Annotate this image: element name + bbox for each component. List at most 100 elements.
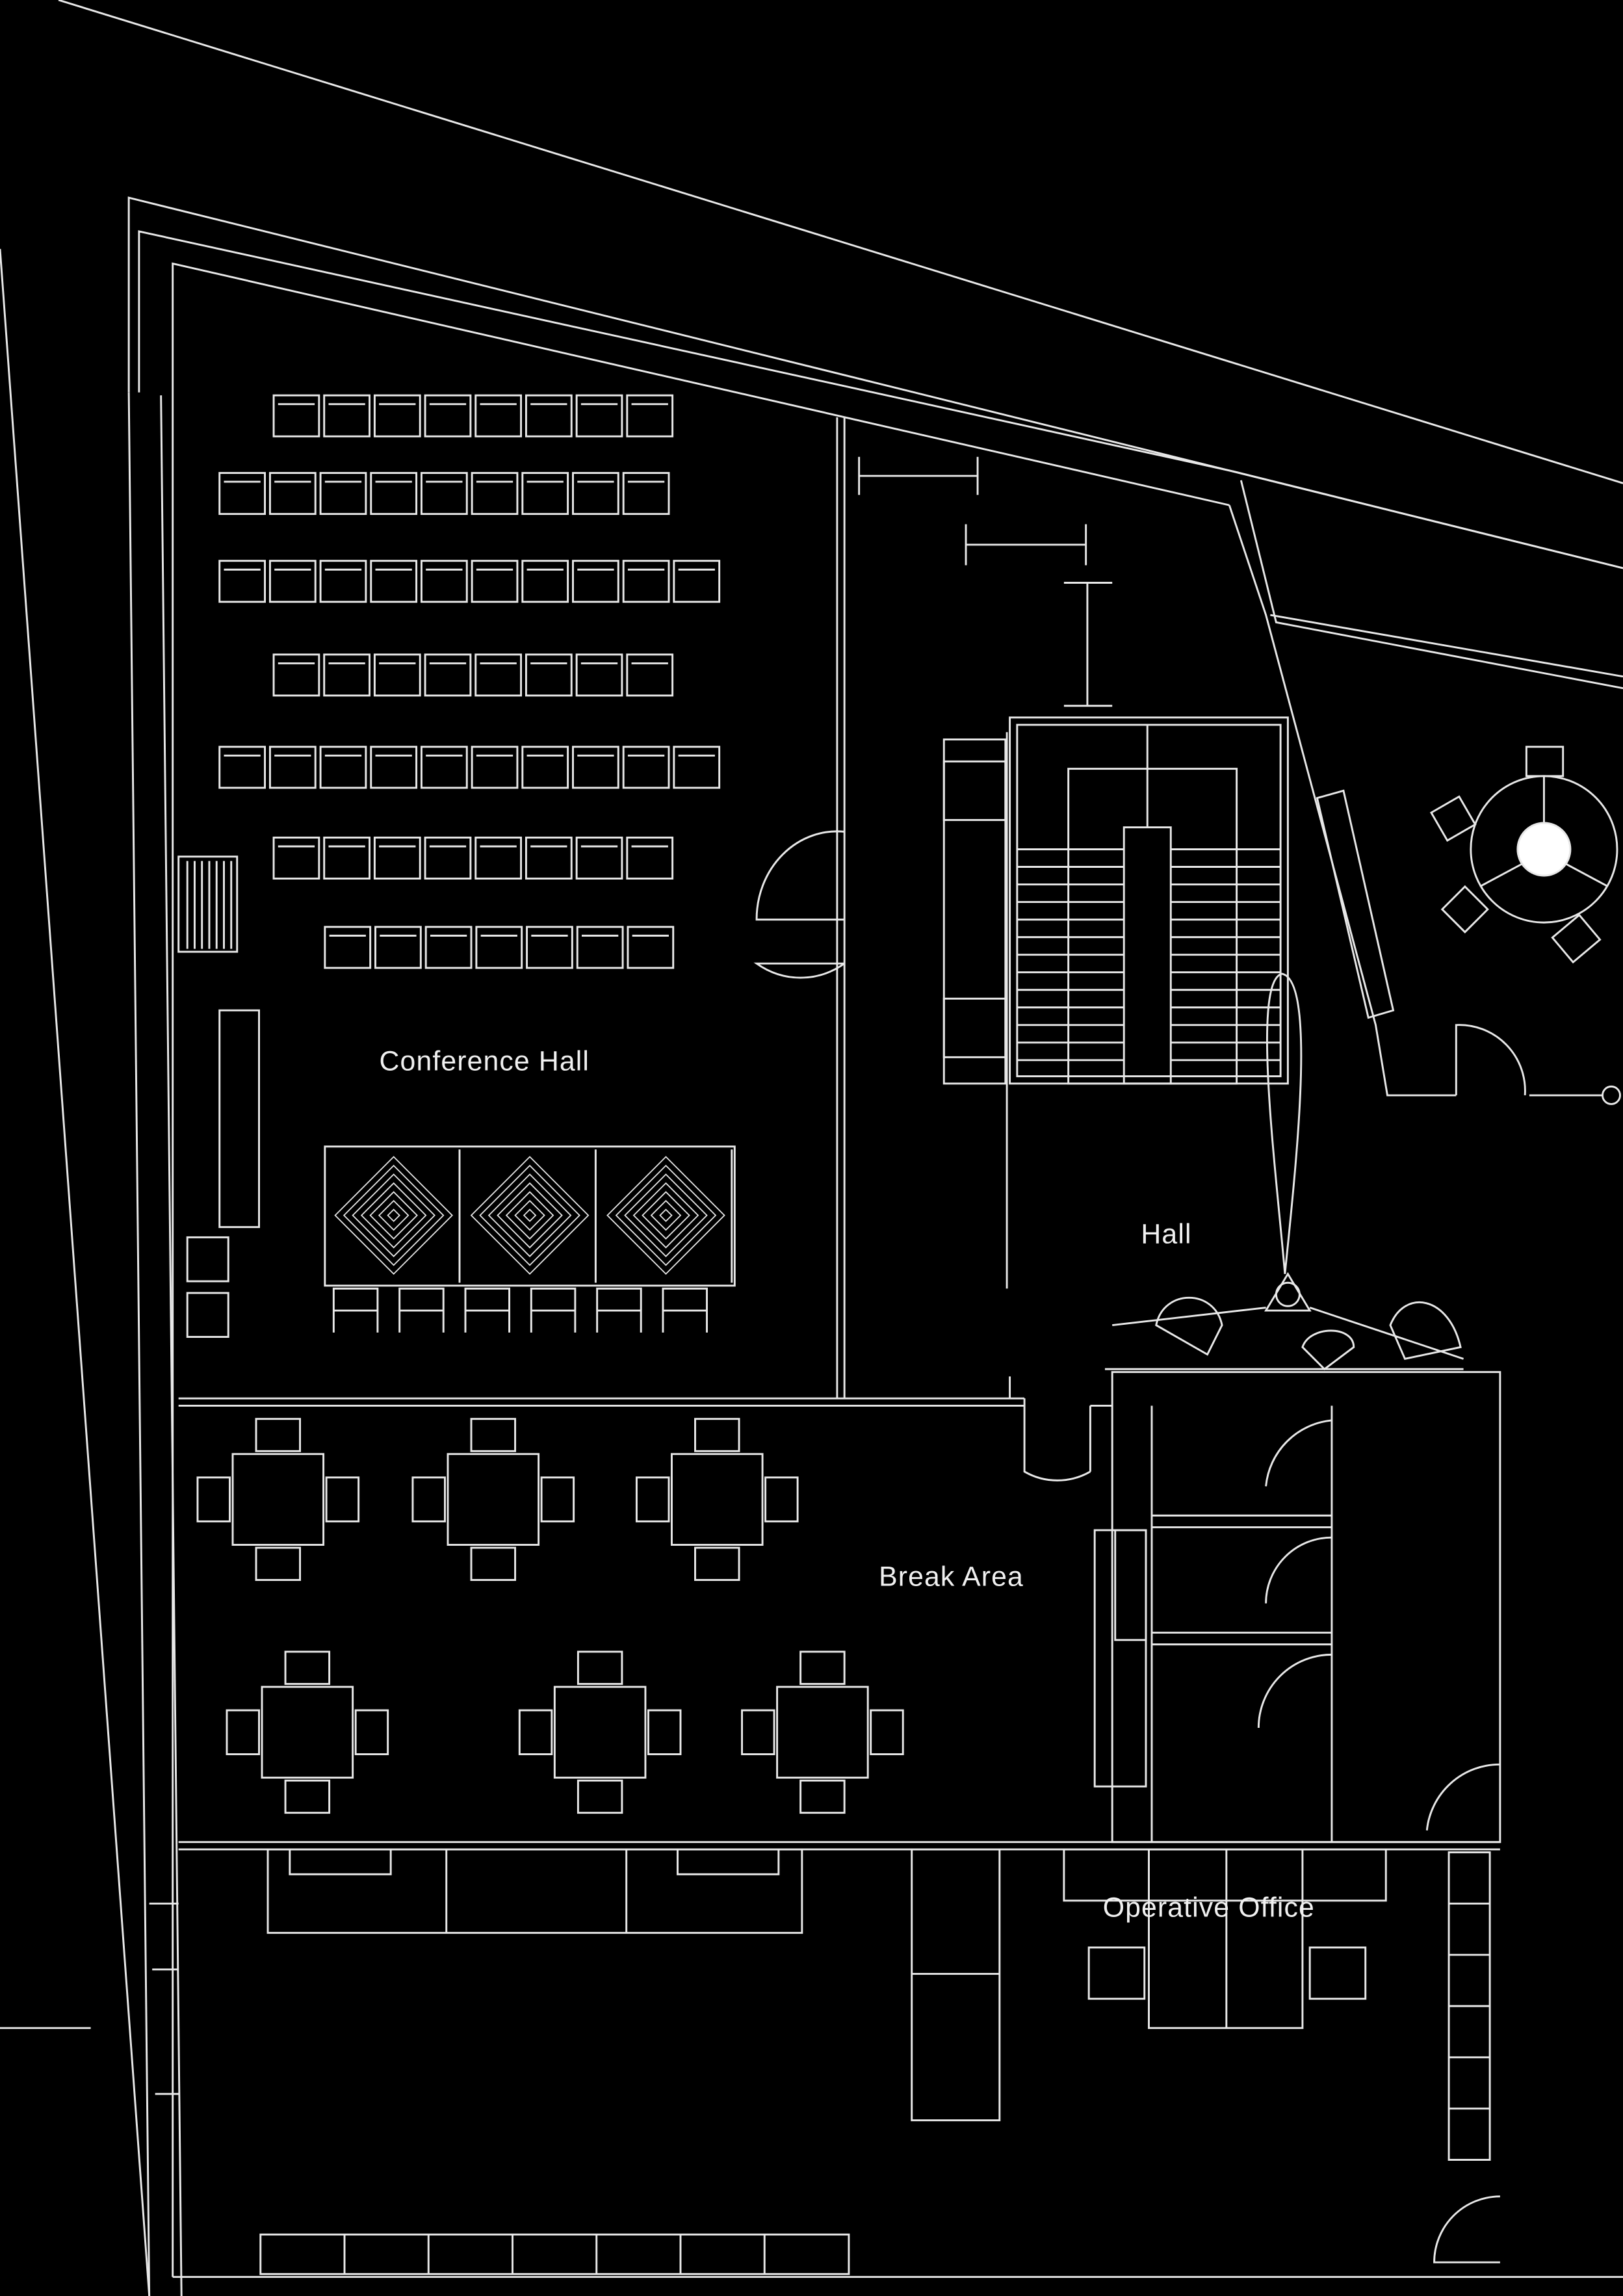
table <box>261 1686 354 1779</box>
chair <box>354 1709 389 1756</box>
exterior-walls <box>127 196 1623 2296</box>
chair <box>622 472 670 515</box>
chair <box>474 394 523 437</box>
chair <box>284 1650 331 1685</box>
chair <box>635 1476 670 1522</box>
chair <box>526 926 573 969</box>
chair <box>870 1709 904 1756</box>
chair <box>325 1476 360 1522</box>
chair <box>518 1709 553 1756</box>
chair <box>540 1476 575 1522</box>
hatch-line <box>632 1182 699 1249</box>
hatch-line <box>497 1182 563 1249</box>
chair <box>218 746 266 789</box>
hatch-line <box>505 1191 554 1240</box>
chair <box>627 926 675 969</box>
table-set <box>741 1650 904 1814</box>
chair <box>764 1476 799 1522</box>
chair <box>424 653 472 697</box>
chair <box>694 1418 740 1452</box>
chair <box>324 926 372 969</box>
chair <box>673 746 721 789</box>
conference-furniture <box>177 394 736 1338</box>
chair <box>319 746 367 789</box>
chair <box>521 560 569 603</box>
table <box>776 1686 869 1779</box>
chair <box>694 1546 740 1581</box>
hatch-line <box>479 1164 580 1266</box>
hatch-line <box>523 1208 537 1222</box>
chair <box>284 1779 331 1814</box>
chair <box>370 560 418 603</box>
staircase <box>942 716 1289 1085</box>
chair <box>673 560 721 603</box>
chair <box>622 746 670 789</box>
chair <box>420 746 468 789</box>
chair <box>521 472 569 515</box>
chair <box>470 1546 517 1581</box>
chair <box>255 1418 302 1452</box>
hatch-line <box>387 1208 400 1222</box>
chair <box>196 1476 231 1522</box>
room-label-conference-hall: Conference Hall <box>380 1046 590 1077</box>
chair <box>799 1779 846 1814</box>
hall-signage <box>858 456 1464 1371</box>
hatch-line <box>369 1191 418 1240</box>
hatch-line <box>334 1156 454 1275</box>
chair <box>575 836 623 880</box>
chair <box>319 472 367 515</box>
chair <box>471 560 519 603</box>
chair <box>272 653 320 697</box>
chair <box>272 394 320 437</box>
chair <box>799 1650 846 1685</box>
restrooms <box>1093 1371 1501 1844</box>
chair <box>255 1546 302 1581</box>
table <box>671 1453 764 1546</box>
chair <box>323 836 370 880</box>
chair <box>373 394 421 437</box>
chair <box>572 746 619 789</box>
room-label-hall: Hall <box>1141 1218 1191 1249</box>
hatch-line <box>352 1173 435 1257</box>
hatch-line <box>360 1182 427 1249</box>
hatch-line <box>343 1164 445 1266</box>
table-set <box>196 1418 360 1581</box>
table <box>447 1453 540 1546</box>
hatch-line <box>378 1199 409 1231</box>
chair <box>474 653 523 697</box>
chair <box>577 1779 623 1814</box>
chair <box>268 746 317 789</box>
chair <box>323 394 370 437</box>
chair <box>572 560 619 603</box>
chair <box>424 394 472 437</box>
chair <box>577 1650 623 1685</box>
table-set <box>226 1650 389 1814</box>
chair <box>626 836 674 880</box>
hatch-line <box>650 1199 682 1231</box>
chair <box>268 560 317 603</box>
chair <box>622 560 670 603</box>
chair <box>471 746 519 789</box>
chair <box>572 472 619 515</box>
chair <box>272 836 320 880</box>
hatch-line <box>514 1199 545 1231</box>
chair <box>474 836 523 880</box>
chair <box>424 836 472 880</box>
hatch-line <box>487 1173 572 1257</box>
chair <box>370 746 418 789</box>
chair <box>226 1709 260 1756</box>
interior-walls <box>178 417 1500 1851</box>
chair <box>319 560 367 603</box>
office-furniture <box>149 1848 1500 2275</box>
table-set <box>635 1418 799 1581</box>
hatch-line <box>659 1208 673 1222</box>
table-set <box>518 1650 682 1814</box>
chair <box>373 653 421 697</box>
chair <box>373 836 421 880</box>
chair <box>323 653 370 697</box>
chair <box>374 926 422 969</box>
room-label-operative-office: Operative Office <box>1103 1892 1315 1924</box>
chair <box>411 1476 446 1522</box>
